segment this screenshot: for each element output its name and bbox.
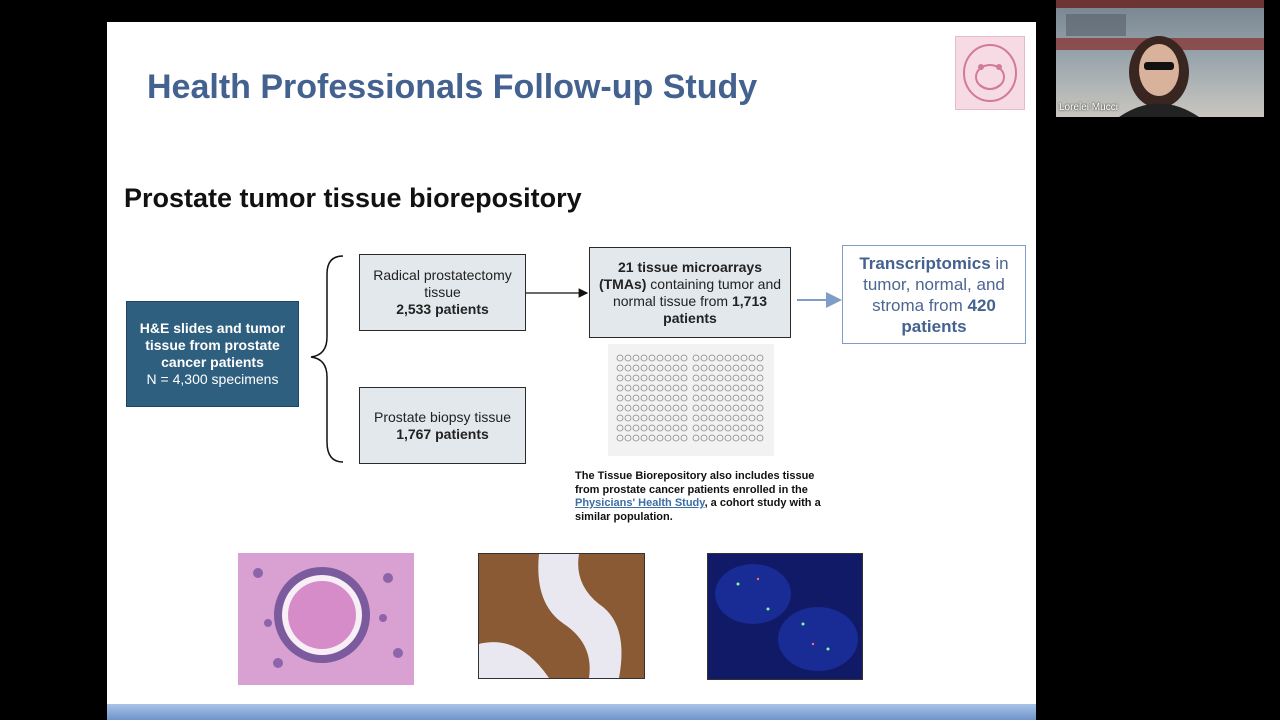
participant-name: Lorelei Mucci [1059, 102, 1118, 113]
tma-box: 21 tissue microarrays (TMAs) containing … [589, 247, 791, 338]
biorepository-note: The Tissue Biorepository also includes t… [575, 470, 840, 524]
study-logo [955, 36, 1025, 110]
prostatectomy-count: 2,533 patients [396, 301, 489, 317]
biopsy-box: Prostate biopsy tissue 1,767 patients [359, 387, 526, 464]
presentation-slide: Health Professionals Follow-up Study Pro… [107, 22, 1036, 720]
slide-subtitle: Prostate tumor tissue biorepository [124, 183, 582, 213]
source-specimens-box: H&E slides and tumor tissue from prostat… [126, 301, 299, 407]
transcriptomics-box: Transcriptomics in tumor, normal, and st… [842, 245, 1026, 344]
transcriptomics-description: in tumor, normal, and stroma from [863, 253, 1009, 315]
slide-title: Health Professionals Follow-up Study [147, 68, 758, 106]
participant-video[interactable]: Lorelei Mucci [1056, 0, 1264, 117]
transcriptomics-text: Transcriptomics in tumor, normal, and st… [849, 253, 1019, 337]
he-stain-image [238, 553, 414, 685]
prostatectomy-label: Radical prostatectomy tissue [373, 267, 512, 300]
transcriptomics-patients: 420 patients [901, 295, 996, 336]
note-text-before: The Tissue Biorepository also includes t… [575, 470, 815, 496]
source-description: H&E slides and tumor tissue from prostat… [139, 320, 286, 370]
biopsy-label: Prostate biopsy tissue [374, 408, 511, 425]
ihc-stain-image [478, 553, 645, 679]
tma-slide-image [608, 344, 774, 456]
fish-stain-image [707, 553, 863, 680]
tma-patients: 1,713 patients [663, 292, 768, 326]
slide-footer-bar [107, 704, 1036, 720]
tma-text: 21 tissue microarrays (TMAs) containing … [594, 259, 786, 327]
prostatectomy-box: Radical prostatectomy tissue 2,533 patie… [359, 254, 526, 331]
note-text-after: , a cohort study with a similar populati… [575, 497, 821, 523]
transcriptomics-label: Transcriptomics [859, 253, 991, 273]
physicians-health-study-link[interactable]: Physicians' Health Study [575, 497, 705, 509]
participant-silhouette [1056, 14, 1264, 117]
split-brace [310, 255, 344, 463]
biopsy-count: 1,767 patients [396, 425, 489, 442]
tma-count-label: 21 tissue microarrays (TMAs) [598, 258, 762, 292]
source-count: N = 4,300 specimens [146, 371, 279, 387]
tma-description: containing tumor and normal tissue from [612, 275, 782, 309]
